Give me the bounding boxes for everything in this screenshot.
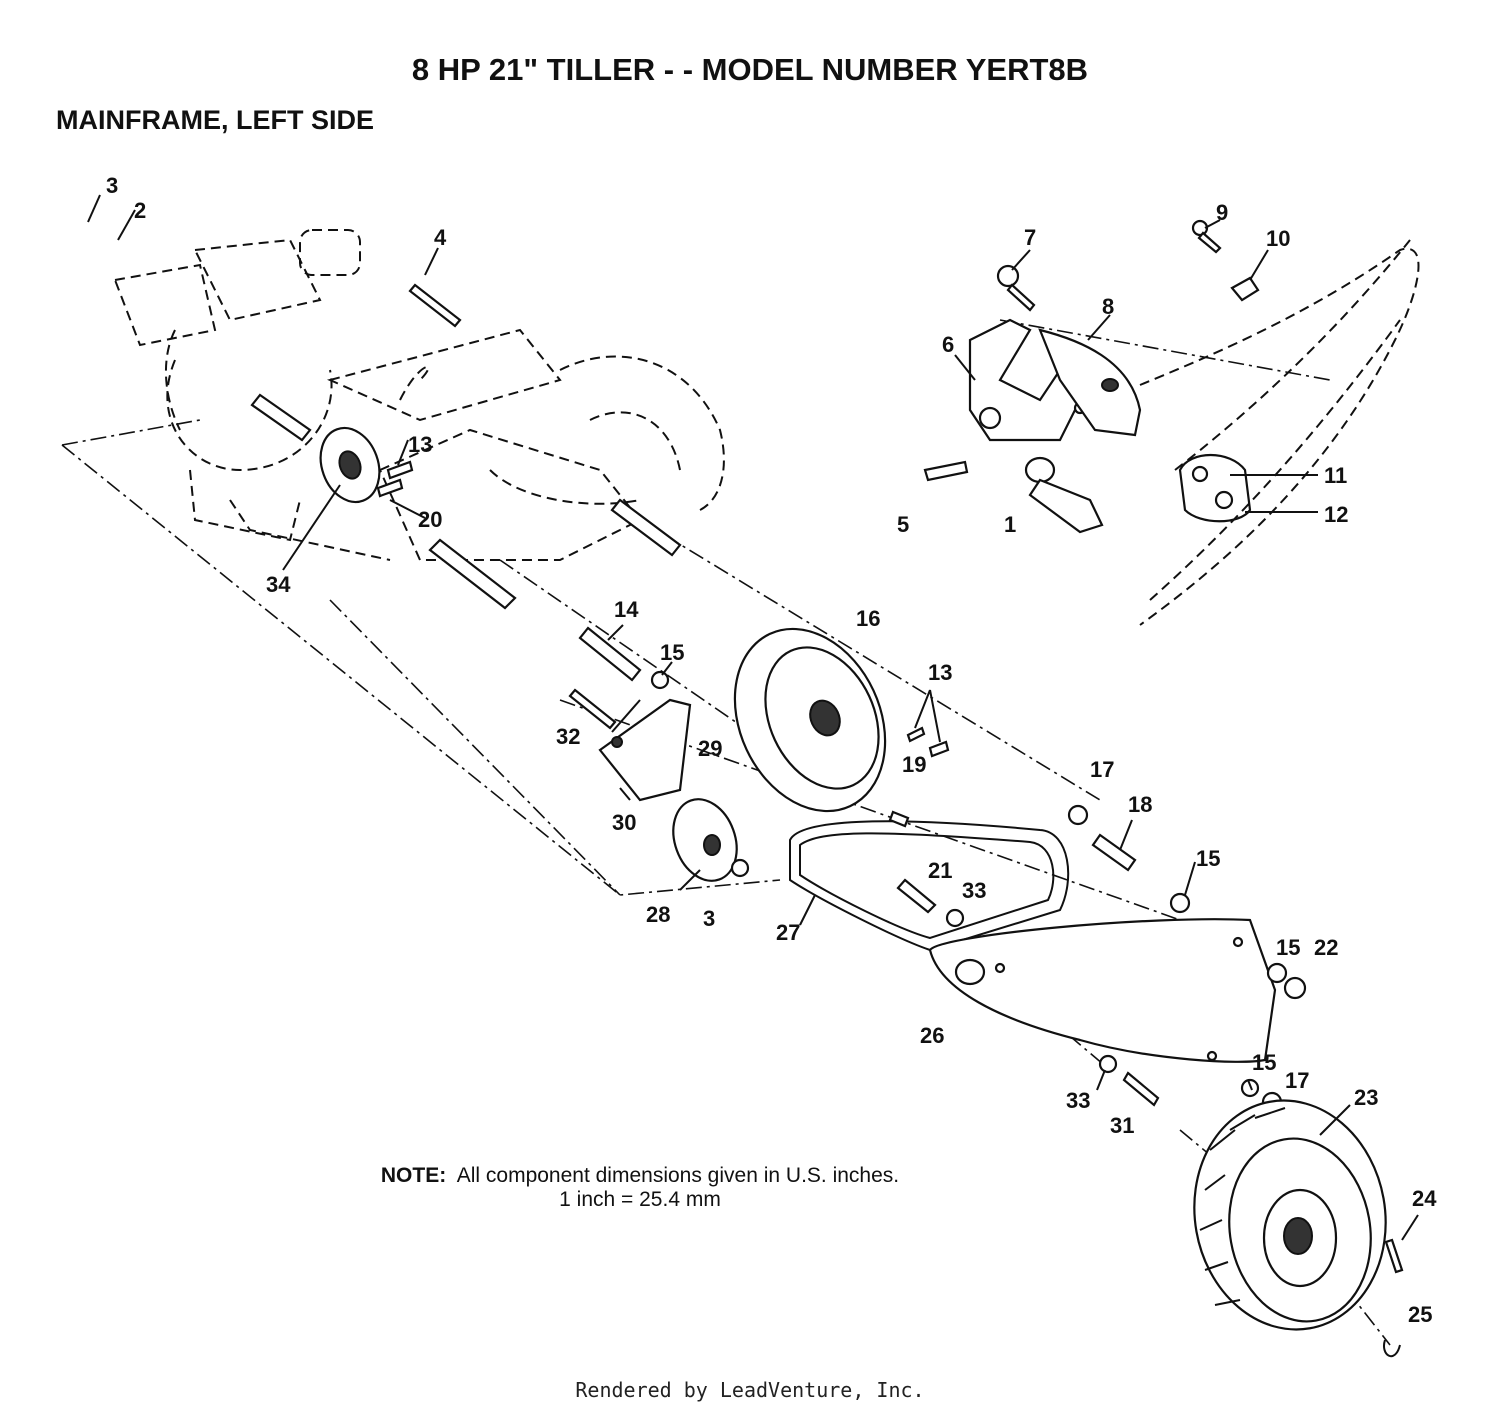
callout-18: 18 (1128, 792, 1152, 817)
callout-34: 34 (266, 572, 291, 597)
note-line-1: All component dimensions given in U.S. i… (456, 1164, 900, 1187)
note-label: NOTE: (380, 1164, 447, 1187)
callout-3: 3 (106, 173, 118, 198)
handle-outline (1139, 239, 1420, 626)
callout-10: 10 (1266, 226, 1290, 251)
callout-22: 22 (1314, 935, 1338, 960)
callout-2: 2 (134, 198, 146, 223)
spacers-hardware (376, 460, 1307, 1113)
page-title: 8 HP 21" TILLER - - MODEL NUMBER YERT8B (411, 52, 1089, 87)
belt-27 (789, 820, 1070, 952)
wheel-23 (1193, 1099, 1387, 1331)
axle-pin-24-25 (1383, 1238, 1404, 1358)
belt-guard-26 (928, 918, 1277, 1063)
idler-pulley-28 (672, 798, 750, 882)
callout-15c: 15 (1276, 935, 1300, 960)
callout-15d: 15 (1252, 1050, 1276, 1075)
callout-8: 8 (1102, 294, 1114, 319)
callout-21: 21 (928, 858, 952, 883)
callout-31: 31 (1110, 1113, 1134, 1138)
depth-stake-knob-11-12 (1178, 453, 1252, 523)
callout-16: 16 (856, 606, 880, 631)
callout-12: 12 (1324, 502, 1348, 527)
leader-lines (87, 194, 1419, 1241)
footer-credit: Rendered by LeadVenture, Inc. (575, 1378, 925, 1402)
callout-4: 4 (434, 225, 447, 250)
callout-17: 17 (1090, 757, 1114, 782)
callout-26: 26 (920, 1023, 944, 1048)
callout-24: 24 (1412, 1186, 1437, 1211)
callout-11: 11 (1324, 463, 1347, 488)
callout-14: 14 (614, 597, 639, 622)
note-line-2: 1 inch = 25.4 mm (559, 1188, 721, 1211)
callout-19: 19 (902, 752, 926, 777)
callout-9: 9 (1216, 200, 1228, 225)
callout-5: 5 (897, 512, 909, 537)
callout-33: 33 (962, 878, 986, 903)
part-callouts: 3 2 4 7 9 10 8 6 13 11 12 5 1 20 34 14 1… (106, 173, 1437, 1327)
small-hardware-upper (923, 219, 1260, 534)
callout-25: 25 (1408, 1302, 1432, 1327)
callout-17b: 17 (1285, 1068, 1309, 1093)
cover-8 (1038, 328, 1142, 437)
engine-outline (113, 229, 391, 561)
callout-20: 20 (418, 507, 442, 532)
callout-6: 6 (942, 332, 954, 357)
callout-3b: 3 (703, 906, 715, 931)
shaft-parts (250, 283, 682, 682)
callout-13b: 13 (928, 660, 952, 685)
idler-bracket-30 (598, 698, 692, 802)
callout-29: 29 (698, 736, 722, 761)
callout-32: 32 (556, 724, 580, 749)
callout-15: 15 (660, 640, 684, 665)
callout-28: 28 (646, 902, 670, 927)
callout-23: 23 (1354, 1085, 1378, 1110)
drive-pulley-34 (319, 426, 381, 504)
callout-27: 27 (776, 920, 800, 945)
callout-33b: 33 (1066, 1088, 1090, 1113)
frame-outline (326, 328, 725, 561)
callout-15b: 15 (1196, 846, 1220, 871)
large-pulley-16 (733, 627, 887, 813)
depth-bar-bracket-6 (968, 318, 1087, 442)
callout-13: 13 (408, 432, 432, 457)
units-note: NOTE: All component dimensions given in … (290, 1164, 990, 1212)
callout-1: 1 (1004, 512, 1016, 537)
callout-7: 7 (1024, 225, 1036, 250)
callout-30: 30 (612, 810, 636, 835)
section-subtitle: MAINFRAME, LEFT SIDE (56, 105, 374, 135)
